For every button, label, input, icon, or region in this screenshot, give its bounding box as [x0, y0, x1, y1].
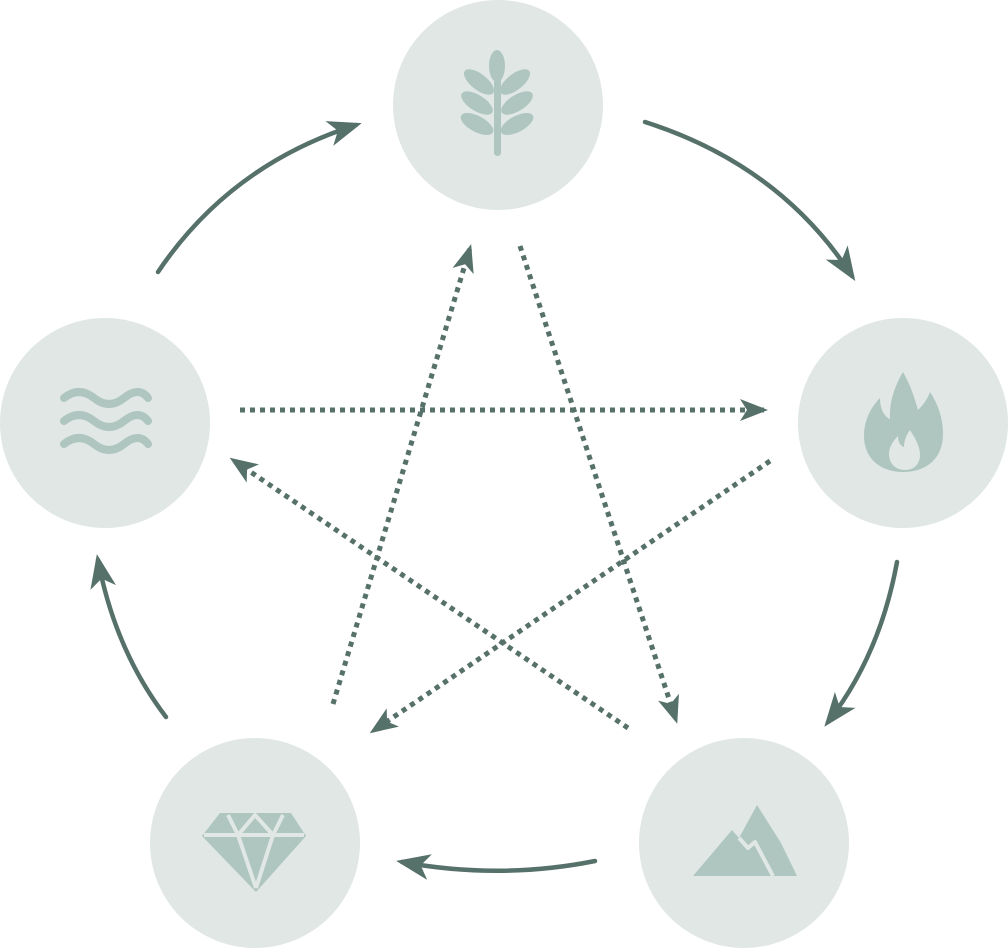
arrow-earth-to-water: [229, 457, 630, 731]
waves-icon: [60, 388, 152, 454]
flame-icon: [864, 372, 943, 472]
controlling-cycle: [229, 244, 772, 734]
arrow-fire-to-metal: [369, 458, 772, 734]
arrow-metal-to-wood: [330, 244, 474, 705]
generating-cycle: [90, 119, 900, 880]
arrow-wood-to-fire: [642, 119, 856, 282]
arrow-metal-to-water: [90, 554, 169, 720]
arrow-fire-to-earth: [824, 559, 900, 727]
arrow-earth-to-metal: [396, 854, 598, 880]
mountain-icon: [693, 805, 797, 877]
leaf-sprig-icon: [460, 50, 534, 156]
diamond-icon: [202, 813, 306, 892]
arrow-water-to-wood: [155, 121, 362, 275]
arrow-wood-to-earth: [517, 245, 679, 724]
